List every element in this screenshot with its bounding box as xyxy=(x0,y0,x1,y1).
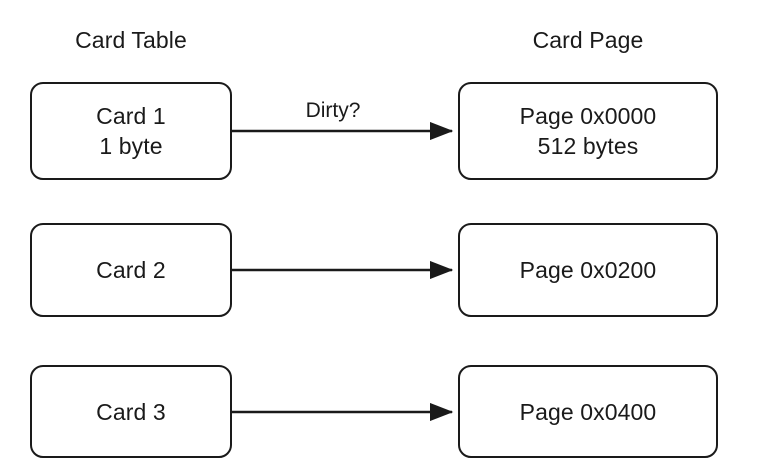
card-node-1-line1: Card 1 xyxy=(96,103,166,129)
card-node-3-line1: Card 3 xyxy=(96,398,166,425)
page-node-3-line1: Page 0x0400 xyxy=(519,398,657,425)
edge-label-dirty: Dirty? xyxy=(305,99,361,122)
card-node-1[interactable]: Card 1 1 byte xyxy=(30,82,232,180)
card-node-2-line1: Card 2 xyxy=(96,257,166,283)
page-node-3[interactable]: Page 0x0400 xyxy=(458,365,718,458)
card-node-2[interactable]: Card 2 xyxy=(30,223,232,317)
page-node-1[interactable]: Page 0x0000 512 bytes xyxy=(458,82,718,180)
card-node-3[interactable]: Card 3 xyxy=(30,365,232,458)
page-node-2[interactable]: Page 0x0200 xyxy=(458,223,718,317)
page-node-1-line2: 512 bytes xyxy=(537,133,639,159)
page-node-2-line1: Page 0x0200 xyxy=(519,257,657,283)
column-header-card-table: Card Table xyxy=(75,27,187,53)
column-header-card-page: Card Page xyxy=(532,27,644,53)
card-node-1-line2: 1 byte xyxy=(99,133,163,159)
page-node-1-line1: Page 0x0000 xyxy=(519,103,657,129)
